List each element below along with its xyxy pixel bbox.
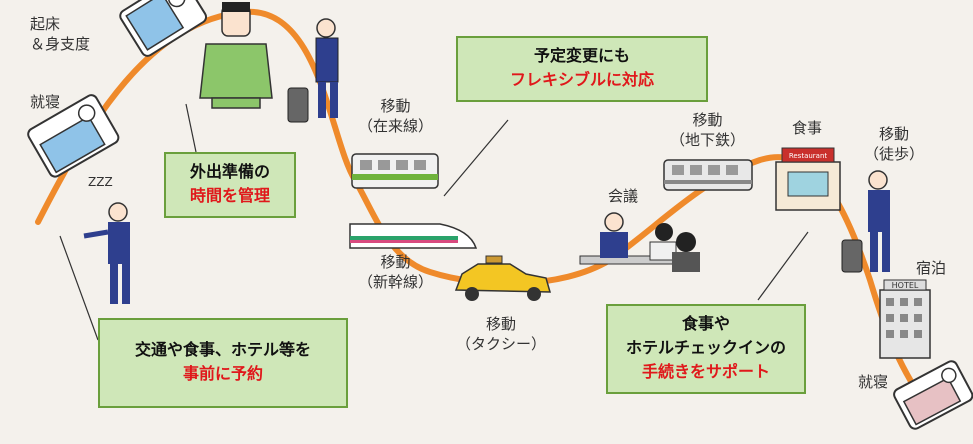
label-move-walk: 移動（徒歩）: [864, 125, 925, 163]
subway-train-icon: [663, 159, 753, 191]
callout-prep: 外出準備の 時間を管理: [164, 152, 296, 218]
label-wake: 起床＆身支度: [30, 15, 91, 53]
hotel-icon: [879, 279, 931, 359]
label-move-shinkansen: 移動（新幹線）: [358, 253, 434, 291]
walking-businessman-icon: [841, 170, 890, 273]
callout-support: 食事や ホテルチェックインの 手続きをサポート: [606, 304, 806, 394]
label-meal: 食事: [792, 119, 823, 137]
restaurant-sign: Restaurant: [789, 152, 828, 160]
label-sleep-end: 就寝: [858, 373, 889, 391]
restaurant-icon: [775, 147, 841, 211]
local-train-icon: [351, 153, 439, 189]
bed-wake-icon: [119, 0, 208, 57]
connector-change: [443, 119, 509, 197]
connector-prep: [185, 103, 197, 153]
label-move-taxi: 移動（タクシー）: [456, 315, 547, 353]
pointing-businessman-icon: [83, 202, 130, 304]
label-alarm: ZZZ: [88, 175, 113, 189]
connector-booking: [59, 235, 99, 341]
meeting-icon: [579, 212, 700, 272]
label-move-subway: 移動（地下鉄）: [670, 111, 746, 149]
taxi-icon: [454, 255, 552, 301]
connector-support: [757, 231, 809, 301]
bed-end-icon: [893, 360, 973, 430]
label-move-local: 移動（在来線）: [358, 97, 434, 135]
label-lodging: 宿泊: [916, 259, 947, 277]
businessman-suitcase-icon: [287, 18, 339, 123]
label-meeting: 会議: [608, 187, 639, 205]
shinkansen-icon: [349, 223, 478, 249]
hotel-sign: HOTEL: [892, 281, 919, 290]
bed-sleep-icon: [27, 94, 120, 178]
label-sleep-start: 就寝: [30, 93, 61, 111]
callout-booking: 交通や食事、ホテル等を 事前に予約: [98, 318, 348, 408]
callout-change: 予定変更にも フレキシブルに対応: [456, 36, 708, 102]
man-green-icon: [199, 2, 273, 109]
